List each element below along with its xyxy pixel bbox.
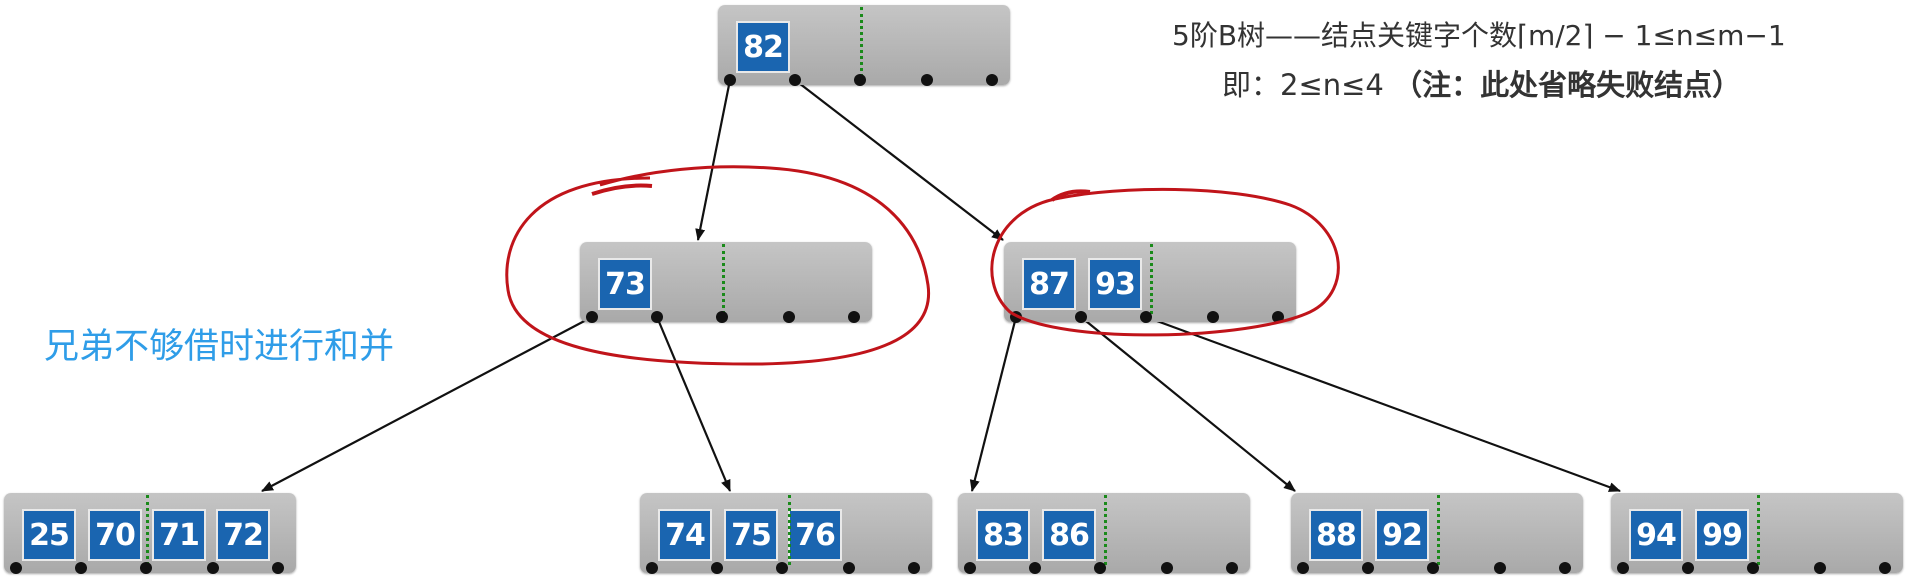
failure-node-note: （注：此处省略失败结点） (1393, 68, 1742, 102)
child-pointer-dot (716, 311, 728, 323)
child-pointer-dot (1010, 311, 1022, 323)
btree-node-mid-left: 73 (580, 242, 872, 323)
key-count-separator (722, 244, 725, 314)
child-pointer-dot (848, 311, 860, 323)
key-86: 86 (1042, 509, 1096, 561)
key-74: 74 (658, 509, 712, 561)
key-94: 94 (1629, 509, 1683, 561)
child-pointer-dot (908, 562, 920, 574)
child-pointer-dot (724, 74, 736, 86)
child-pointer-dot (1617, 562, 1629, 574)
edge-root-to-mid-left (695, 79, 732, 241)
key-range-text: 即：2≤n≤4 (1222, 68, 1394, 102)
child-pointer-dot (1682, 562, 1694, 574)
key-88: 88 (1309, 509, 1363, 561)
key-25: 25 (22, 509, 76, 561)
key-range-title: 即：2≤n≤4 （注：此处省略失败结点） (1222, 62, 1741, 104)
child-pointer-dot (789, 74, 801, 86)
key-count-separator (1150, 244, 1153, 314)
key-count-separator (860, 7, 863, 77)
key-count-separator (146, 495, 149, 565)
child-pointer-dot (1226, 562, 1238, 574)
key-82: 82 (736, 21, 790, 73)
key-70: 70 (88, 509, 142, 561)
key-75: 75 (724, 509, 778, 561)
key-72: 72 (216, 509, 270, 561)
key-73: 73 (598, 258, 652, 310)
key-83: 83 (976, 509, 1030, 561)
child-pointer-dot (586, 311, 598, 323)
child-pointer-dot (1879, 562, 1891, 574)
key-76: 76 (788, 509, 842, 561)
merge-annotation: 兄弟不够借时进行和并 (44, 327, 395, 367)
edge-mid-right-to-leaf-4 (1080, 316, 1296, 492)
child-pointer-dot (1075, 311, 1087, 323)
child-pointer-dot (651, 311, 663, 323)
child-pointer-dot (1747, 562, 1759, 574)
child-pointer-dot (776, 562, 788, 574)
child-pointer-dot (1029, 562, 1041, 574)
child-pointer-dot (986, 74, 998, 86)
child-pointer-dot (272, 562, 284, 574)
child-pointer-dot (1362, 562, 1374, 574)
child-pointer-dot (1494, 562, 1506, 574)
edge-mid-left-to-leaf-2 (655, 316, 732, 492)
child-pointer-dot (1297, 562, 1309, 574)
child-pointer-dot (1140, 311, 1152, 323)
child-pointer-dot (711, 562, 723, 574)
key-71: 71 (152, 509, 206, 561)
edge-mid-right-to-leaf-3 (969, 316, 1018, 492)
child-pointer-dot (921, 74, 933, 86)
child-pointer-dot (10, 562, 22, 574)
child-pointer-dot (964, 562, 976, 574)
child-pointer-dot (140, 562, 152, 574)
child-pointer-dot (854, 74, 866, 86)
order-formula-title: 5阶B树——结点关键字个数⌈m/2⌉ − 1≤n≤m−1 (1172, 19, 1786, 52)
key-93: 93 (1088, 258, 1142, 310)
child-pointer-dot (843, 562, 855, 574)
key-99: 99 (1695, 509, 1749, 561)
key-count-separator (1437, 495, 1440, 565)
key-count-separator (1104, 495, 1107, 565)
child-pointer-dot (207, 562, 219, 574)
key-87: 87 (1022, 258, 1076, 310)
child-pointer-dot (1814, 562, 1826, 574)
child-pointer-dot (1559, 562, 1571, 574)
btree-node-root: 82 (718, 5, 1010, 86)
child-pointer-dot (1161, 562, 1173, 574)
edge-root-to-mid-right (794, 79, 1004, 241)
edge-mid-right-to-leaf-5 (1145, 315, 1621, 493)
key-92: 92 (1375, 509, 1429, 561)
key-count-separator (1757, 495, 1760, 565)
child-pointer-dot (783, 311, 795, 323)
child-pointer-dot (75, 562, 87, 574)
child-pointer-dot (1207, 311, 1219, 323)
child-pointer-dot (1427, 562, 1439, 574)
child-pointer-dot (646, 562, 658, 574)
child-pointer-dot (1094, 562, 1106, 574)
child-pointer-dot (1272, 311, 1284, 323)
key-count-separator (788, 495, 791, 565)
